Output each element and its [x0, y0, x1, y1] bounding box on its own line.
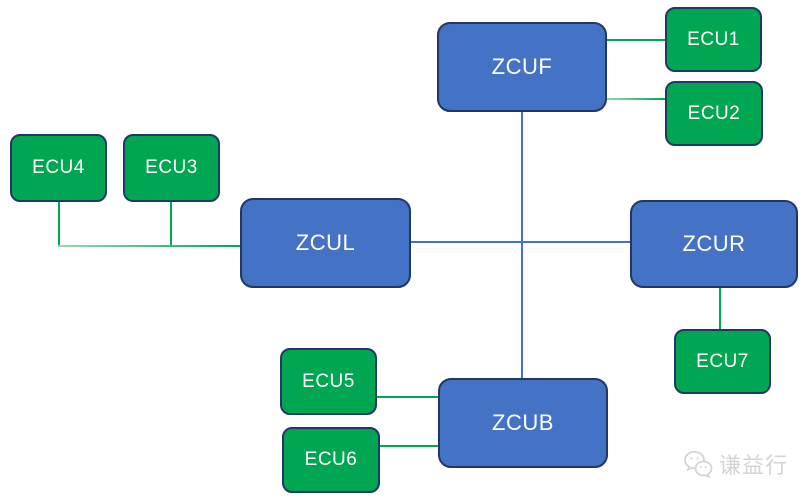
node-ecu7-label: ECU7: [696, 350, 749, 372]
connector-ecu4-drop: [58, 200, 60, 246]
node-ecu6: ECU6: [282, 427, 380, 493]
node-ecu4: ECU4: [10, 134, 107, 202]
node-ecu2-label: ECU2: [687, 102, 741, 124]
watermark: 谦益行: [682, 448, 788, 480]
node-ecu6-label: ECU6: [304, 449, 358, 470]
connector-zcur-ecu7: [719, 287, 721, 330]
node-zcul-label: ZCUL: [295, 230, 356, 255]
node-ecu2: ECU2: [665, 81, 763, 146]
node-ecu4-label: ECU4: [32, 157, 85, 178]
node-ecu5: ECU5: [280, 348, 377, 415]
node-ecu1-label: ECU1: [687, 28, 740, 50]
watermark-text: 谦益行: [719, 453, 789, 478]
connector-ecu6-zcub: [379, 445, 439, 447]
connector-bus-zcul: [58, 245, 242, 247]
node-zcub: ZCUB: [438, 378, 608, 468]
node-zcuf-label: ZCUF: [491, 54, 553, 79]
node-zcul: ZCUL: [240, 198, 411, 288]
connector-zcuf-zcub: [521, 112, 523, 378]
node-ecu5-label: ECU5: [302, 370, 355, 392]
connector-ecu5-zcub: [376, 396, 439, 398]
connector-zcul-zcur: [410, 241, 631, 243]
connector-zcuf-ecu2: [605, 98, 665, 100]
node-zcuf: ZCUF: [437, 22, 607, 112]
connector-ecu3-drop: [170, 200, 172, 246]
node-ecu3-label: ECU3: [145, 157, 198, 178]
node-ecu3: ECU3: [123, 134, 220, 202]
node-zcub-label: ZCUB: [492, 410, 554, 435]
node-zcur-label: ZCUR: [682, 231, 746, 256]
node-ecu1: ECU1: [665, 7, 762, 72]
wechat-icon: [684, 450, 713, 478]
node-zcur: ZCUR: [630, 200, 798, 288]
node-ecu7: ECU7: [674, 329, 771, 394]
connector-zcuf-ecu1: [605, 39, 665, 41]
